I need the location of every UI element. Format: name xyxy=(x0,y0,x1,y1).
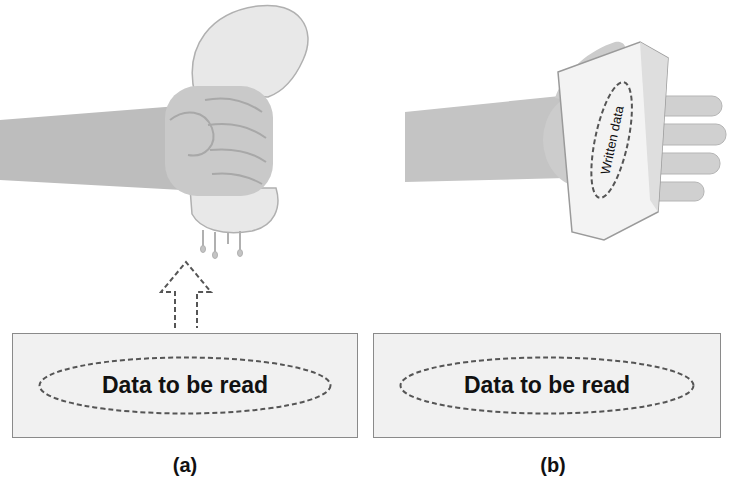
arm xyxy=(405,96,566,182)
flat-sponge xyxy=(558,42,668,240)
data-box: Data to be read xyxy=(373,333,721,438)
water-drops xyxy=(201,230,243,259)
arm xyxy=(0,106,182,190)
dashed-ellipse xyxy=(40,358,331,414)
node-text: Data to be read xyxy=(464,372,630,399)
panel-label: (b) xyxy=(540,454,566,477)
fist xyxy=(165,86,273,196)
panel-label: (a) xyxy=(173,454,197,477)
sponge-edge xyxy=(640,42,668,212)
read-arrow xyxy=(161,262,211,328)
data-box: Data to be read xyxy=(12,333,358,438)
node-text: Data to be read xyxy=(102,372,268,399)
finger-lines xyxy=(205,99,266,185)
sponge-top xyxy=(192,5,308,97)
dashed-ellipse xyxy=(401,358,694,414)
node-text: Written data xyxy=(597,104,626,175)
thumb-line xyxy=(170,112,213,155)
dashed-ellipse xyxy=(584,79,641,201)
